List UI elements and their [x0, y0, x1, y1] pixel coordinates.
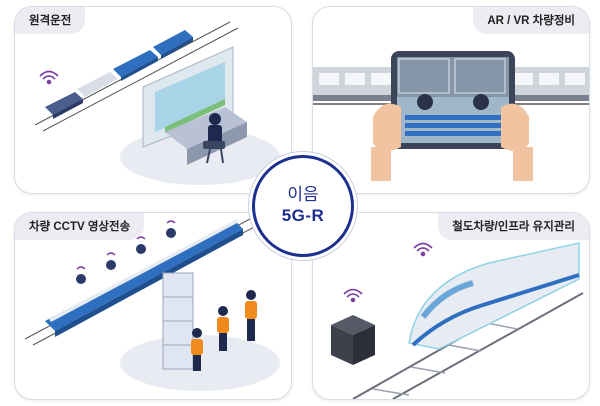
panel-title: AR / VR 차량정비 [473, 7, 589, 34]
wifi-icon [39, 70, 59, 85]
panel-title: 철도차량/인프라 유지관리 [438, 213, 589, 240]
panel-title: 차량 CCTV 영상전송 [15, 213, 145, 240]
worker-figures [191, 290, 257, 371]
center-5g-r-badge: 이음 5G-R [252, 155, 354, 257]
train-icon [408, 242, 580, 350]
train-icon [45, 219, 243, 337]
ar-vr-illustration [313, 51, 589, 181]
server-box-icon [331, 315, 375, 365]
camera-icon [76, 228, 176, 284]
badge-line-1: 이음 [287, 185, 319, 204]
infra-illustration [331, 242, 584, 399]
monitor-wall [162, 272, 194, 370]
wifi-icon [76, 220, 176, 270]
panel-remote-driving: 원격운전 [14, 6, 292, 194]
badge-line-2: 5G-R [281, 206, 325, 225]
panel-cctv-transmission: 차량 CCTV 영상전송 [14, 212, 292, 400]
control-screen [142, 46, 234, 148]
hands [371, 103, 533, 181]
cctv-illustration [24, 218, 280, 391]
panel-infra-maintenance: 철도차량/인프라 유지관리 [312, 212, 590, 400]
tablet-icon [391, 51, 515, 149]
remote-driving-illustration [34, 21, 280, 185]
wifi-icon [413, 242, 433, 257]
panel-title: 원격운전 [15, 7, 86, 34]
panel-ar-vr-maintenance: AR / VR 차량정비 [312, 6, 590, 194]
wifi-icon [343, 288, 363, 303]
train-icon [45, 30, 193, 119]
operator-figure [203, 113, 225, 164]
